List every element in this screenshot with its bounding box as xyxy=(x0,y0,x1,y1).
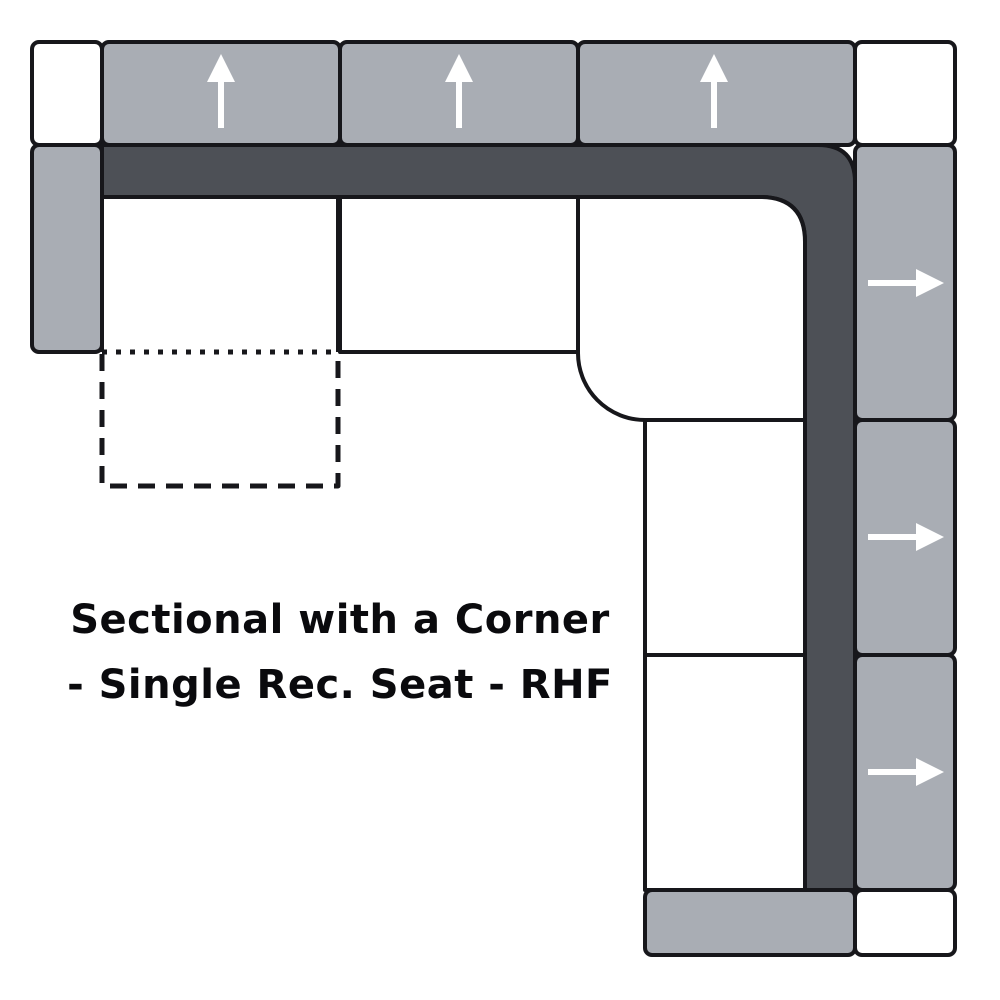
bottom-arm-rest xyxy=(643,888,857,957)
seat-4 xyxy=(643,653,807,892)
top-left-arm-pad xyxy=(30,40,104,147)
title-line-2: - Single Rec. Seat - RHF xyxy=(67,661,613,708)
left-arm-rest xyxy=(30,143,104,354)
up-arrow-icon xyxy=(445,54,473,128)
corner-seat xyxy=(575,195,807,422)
title-line-1: Sectional with a Corner xyxy=(70,597,610,643)
seat-1 xyxy=(102,197,338,352)
seat-2 xyxy=(338,195,580,354)
top-right-corner-pad xyxy=(853,40,957,147)
bottom-right-corner-pad xyxy=(853,888,957,957)
seat-3 xyxy=(643,418,807,657)
right-arrow-icon xyxy=(868,269,944,297)
up-arrow-icon xyxy=(700,54,728,128)
right-arrow-icon xyxy=(868,523,944,551)
right-arrow-icon xyxy=(868,758,944,786)
diagram-title: Sectional with a Corner - Single Rec. Se… xyxy=(40,588,640,718)
up-arrow-icon xyxy=(207,54,235,128)
recliner-footrest-outline xyxy=(99,354,341,489)
